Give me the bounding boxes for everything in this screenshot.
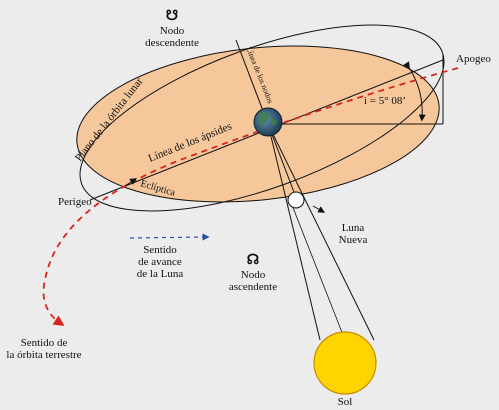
earth-orbit-direction-label-2: la órbita terrestre xyxy=(6,349,81,361)
moon-motion-arrow xyxy=(129,233,210,241)
earth xyxy=(253,107,283,137)
new-moon xyxy=(287,191,305,209)
earth-orbit-direction-label-1: Sentido de xyxy=(21,337,68,349)
ascending-node-label-2: ascendente xyxy=(229,281,277,293)
sun xyxy=(313,331,377,395)
ecliptic-plane-outline xyxy=(79,24,445,212)
descending-node-symbol: ☋ xyxy=(166,9,178,24)
ascending-node-label-1: Nodo xyxy=(241,269,266,281)
perigee-label: Perigeo xyxy=(58,196,92,208)
inclination-arc xyxy=(403,61,426,122)
earth-continents xyxy=(258,112,277,127)
descending-node-label-2: descendente xyxy=(145,37,199,49)
orbit-arrow-2 xyxy=(124,178,137,187)
sun-ray-left xyxy=(267,123,321,341)
sun-ray-mid xyxy=(289,199,346,341)
moon-motion-label-1: Sentido xyxy=(143,244,177,256)
inclination-label: i = 5° 08’ xyxy=(364,95,406,107)
earth-orbit-path xyxy=(42,67,459,326)
moon-motion-label-2: de avance xyxy=(138,256,182,268)
sun-ray-right xyxy=(267,123,375,341)
apogee-label: Apogeo xyxy=(456,53,491,65)
new-moon-label-1: Luna xyxy=(342,222,365,234)
new-moon-label-2: Nueva xyxy=(339,234,368,246)
sun-label: Sol xyxy=(338,396,353,408)
ascending-node-symbol: ☊ xyxy=(247,253,259,268)
orbit-arrow-1 xyxy=(312,205,326,213)
descending-node-label-1: Nodo xyxy=(160,25,185,37)
moon-motion-label-3: de la Luna xyxy=(137,268,184,280)
